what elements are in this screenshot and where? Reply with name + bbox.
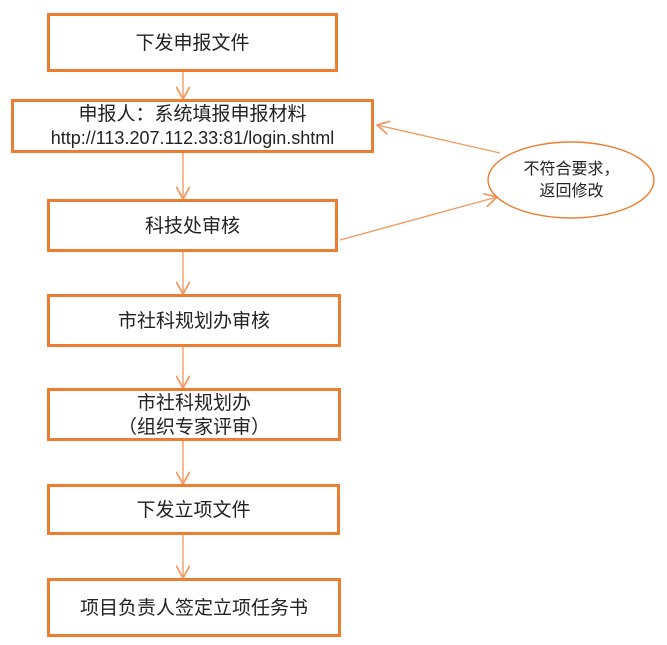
step-applicant-submit: 申报人：系统填报申报材料 http://113.207.112.33:81/log… (11, 99, 374, 153)
arrow-3-reject (339, 197, 497, 241)
reject-ellipse (487, 141, 655, 219)
step-expert-review: 市社科规划办（组织专家评审） (47, 388, 341, 441)
step-label: 市社科规划办 (136, 391, 251, 414)
reject-note: 不符合要求， 返回修改 (488, 142, 655, 218)
step-label: 科技处审核 (144, 214, 240, 237)
step-issue-approval-file: 下发立项文件 (47, 484, 340, 535)
system-url-link[interactable]: http://113.207.112.33:81/login.shtml (50, 128, 335, 148)
reject-line-1: 不符合要求， (523, 159, 620, 178)
step-label: 市社科规划办审核 (117, 309, 270, 332)
step-label: 项目负责人签定立项任务书 (79, 596, 308, 619)
step-label: 下发立项文件 (136, 498, 251, 521)
step-label: 申报人：系统填报申报材料 (78, 103, 307, 125)
step-sublabel: （组织专家评审） (117, 415, 270, 438)
step-issue-application-file: 下发申报文件 (47, 13, 338, 72)
arrow-reject-2 (377, 125, 501, 154)
step-tech-dept-review: 科技处审核 (47, 199, 338, 252)
step-sign-task-agreement: 项目负责人签定立项任务书 (47, 578, 341, 637)
step-label: 下发申报文件 (135, 31, 250, 54)
reject-line-2: 返回修改 (539, 181, 604, 200)
step-city-office-review: 市社科规划办审核 (47, 294, 341, 347)
